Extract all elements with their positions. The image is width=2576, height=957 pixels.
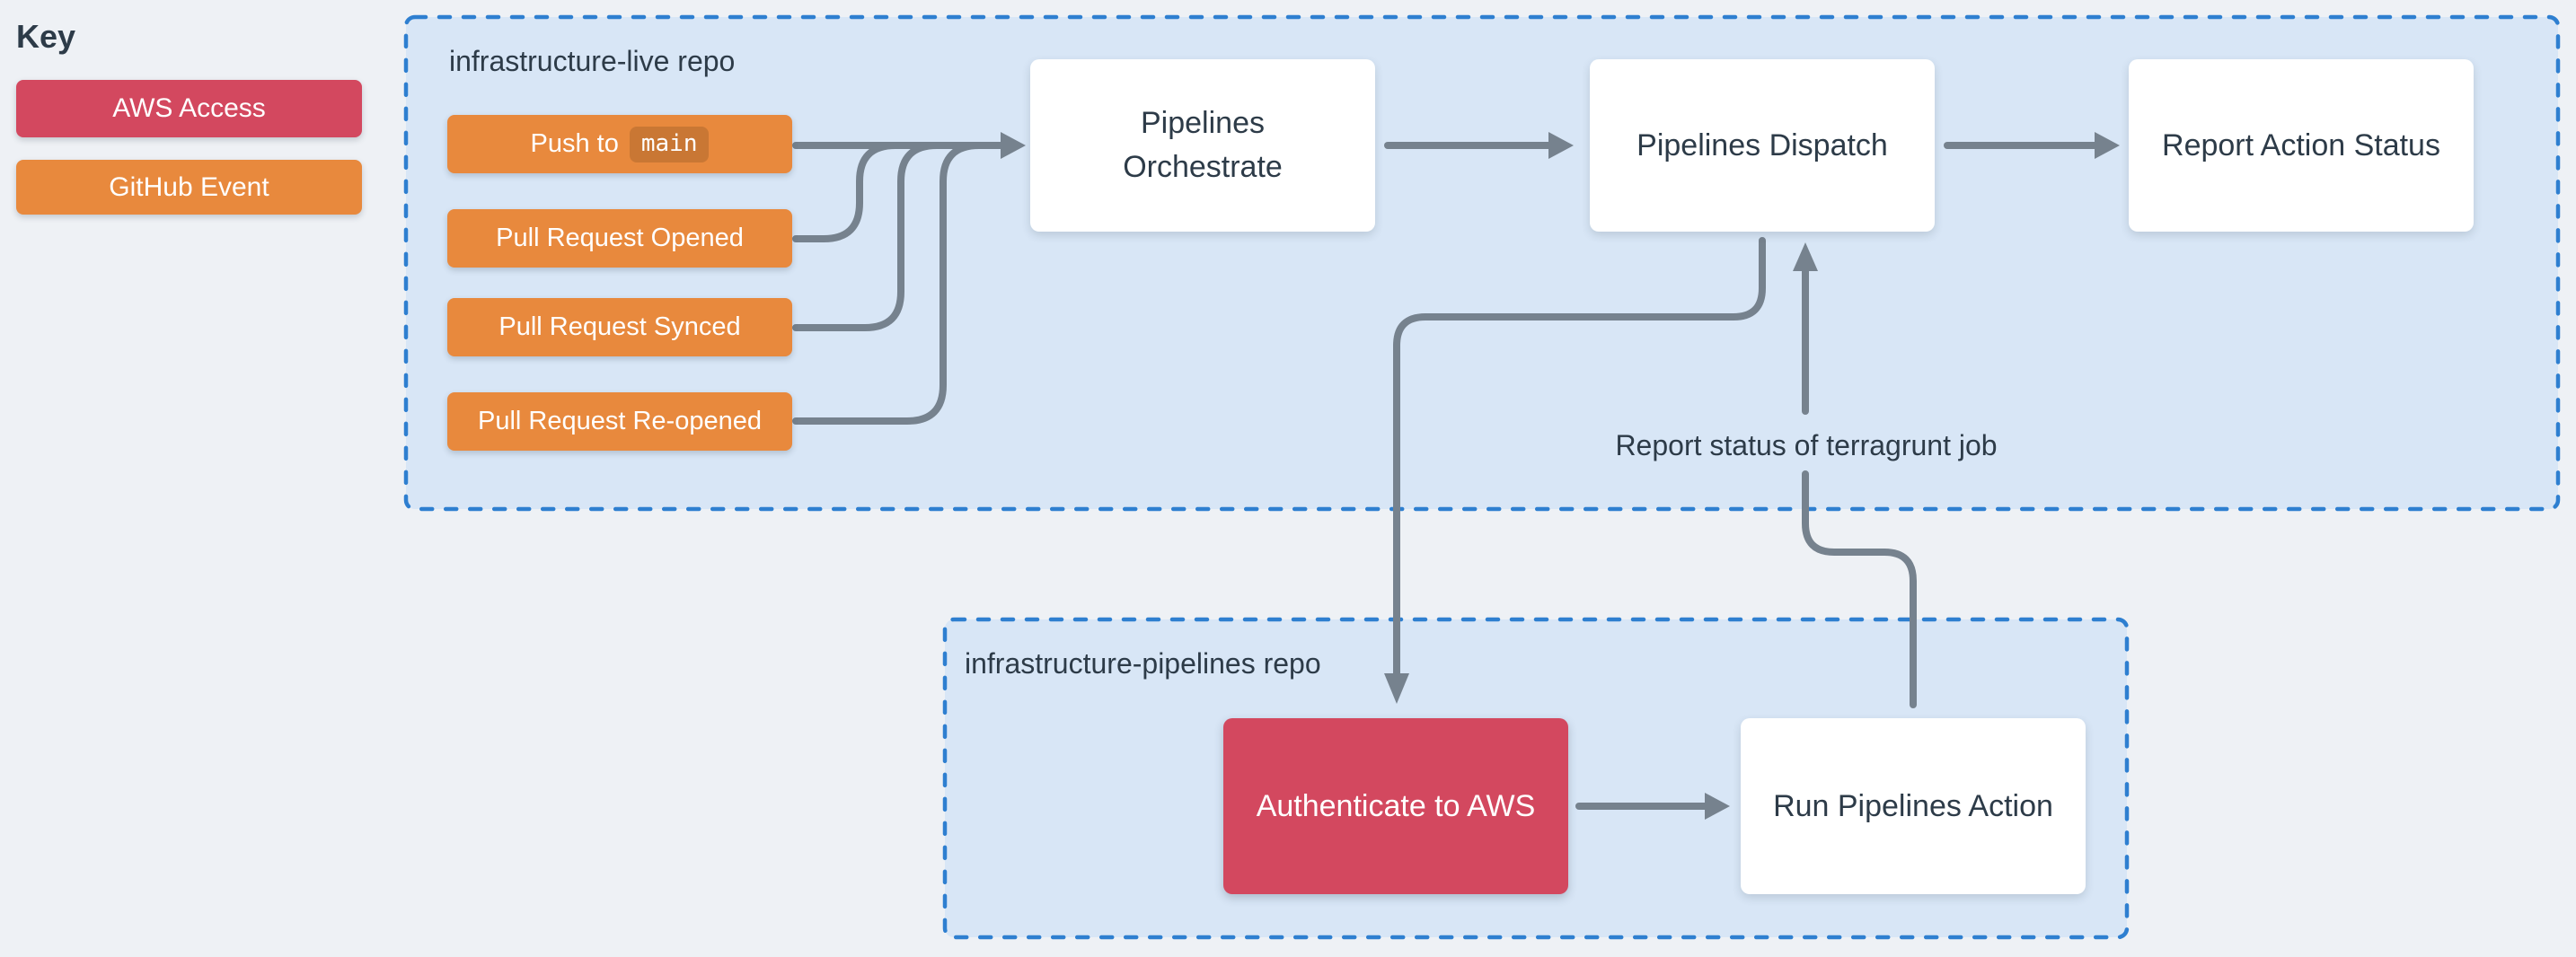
node-pull-request-synced: Pull Request Synced — [447, 298, 792, 356]
key-item-aws-access: AWS Access — [16, 80, 362, 137]
node-pull-request-opened: Pull Request Opened — [447, 209, 792, 268]
node-push-to-main: Push to main — [447, 115, 792, 173]
edge-pr-reopened-merge — [792, 142, 983, 425]
arrowhead-into-run — [1705, 793, 1730, 820]
arrowhead-into-orchestrate — [1001, 132, 1026, 159]
node-report-action-status: Report Action Status — [2129, 59, 2474, 232]
arrowhead-into-dispatch — [1548, 132, 1574, 159]
report-status-annotation: Report status of terragrunt job — [1615, 429, 1998, 461]
arrowhead-into-report — [2095, 132, 2120, 159]
key-item-aws-access-label: AWS Access — [112, 93, 266, 123]
edge-pr-synced-merge — [792, 142, 940, 331]
arrowhead-into-dispatch-bottom — [1793, 242, 1818, 271]
edge-dispatch-to-authenticate — [1393, 237, 1766, 679]
main-branch-code-badge: main — [629, 126, 710, 162]
node-pipelines-dispatch: Pipelines Dispatch — [1590, 59, 1935, 232]
edge-run-to-dispatch-lower — [1802, 470, 1917, 708]
node-authenticate-to-aws: Authenticate to AWS — [1223, 718, 1568, 894]
key-title: Key — [16, 18, 76, 55]
node-run-pipelines-action: Run Pipelines Action — [1741, 718, 2086, 894]
key-item-github-event: GitHub Event — [16, 160, 362, 215]
infrastructure-pipelines-repo-label: infrastructure-pipelines repo — [965, 647, 1321, 680]
edge-pr-opened-merge — [792, 142, 899, 242]
node-pull-request-reopened: Pull Request Re-opened — [447, 392, 792, 451]
infrastructure-live-repo-label: infrastructure-live repo — [449, 45, 736, 77]
key-item-github-event-label: GitHub Event — [109, 171, 269, 202]
arrowhead-into-authenticate — [1384, 673, 1409, 704]
push-to-main-text: Push to — [530, 129, 619, 158]
node-pipelines-orchestrate: Pipelines Orchestrate — [1030, 59, 1375, 232]
